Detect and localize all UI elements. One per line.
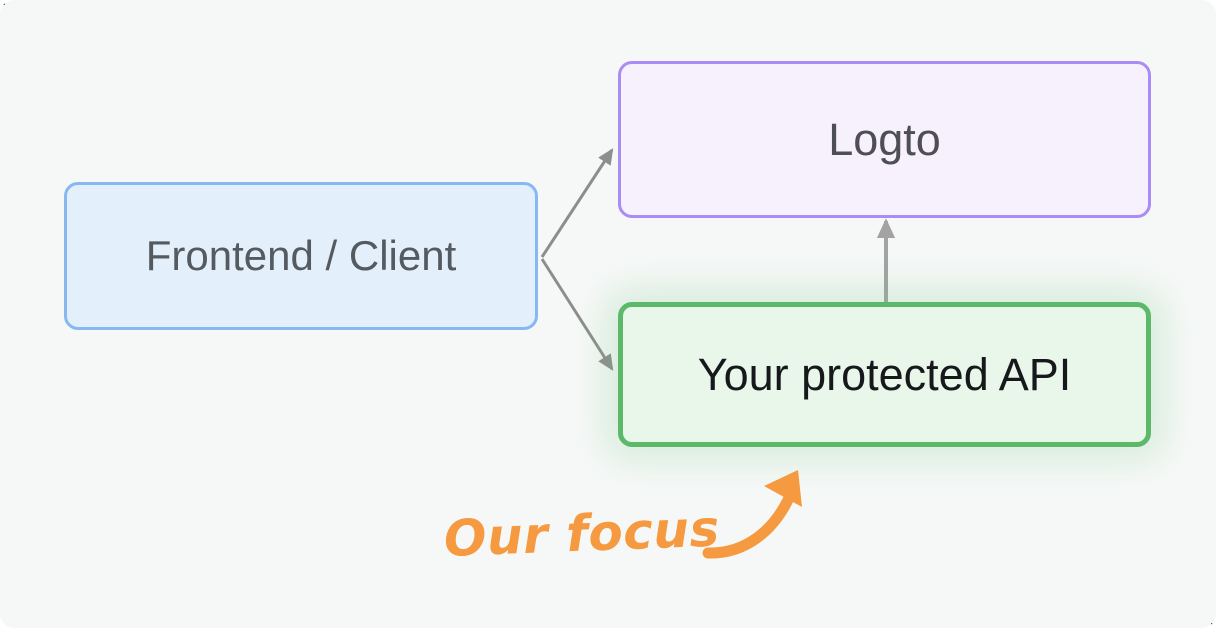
- node-logto-label: Logto: [828, 113, 941, 165]
- edge-frontend-to-api: [540, 258, 614, 371]
- node-frontend-client-label: Frontend / Client: [145, 231, 457, 279]
- node-frontend-client[interactable]: Frontend / Client: [64, 182, 538, 330]
- node-protected-api[interactable]: Your protected API: [618, 302, 1151, 447]
- node-logto[interactable]: Logto: [618, 61, 1151, 218]
- annotation-our-focus: Our focus: [442, 499, 721, 568]
- annotation-curved-arrow-icon: [702, 470, 802, 559]
- node-protected-api-label: Your protected API: [697, 348, 1072, 400]
- edge-frontend-to-logto: [540, 148, 614, 258]
